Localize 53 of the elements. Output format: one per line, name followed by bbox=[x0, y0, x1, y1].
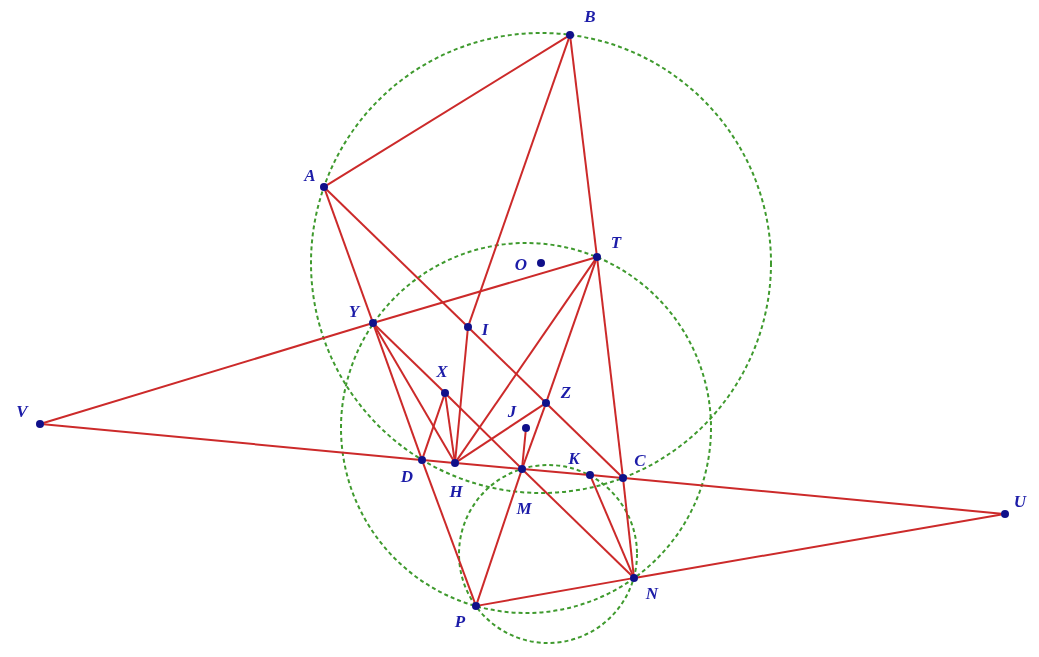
line-segment bbox=[622, 480, 635, 576]
line-segment bbox=[374, 324, 444, 392]
point-label: D bbox=[399, 466, 415, 486]
line-segment bbox=[521, 430, 527, 467]
line-segment bbox=[444, 395, 456, 461]
point-label: M bbox=[516, 498, 532, 518]
line-segment bbox=[592, 474, 621, 479]
point-label: A bbox=[302, 165, 317, 185]
point-label: I bbox=[480, 319, 490, 339]
point-label: V bbox=[15, 401, 30, 421]
line-segment bbox=[446, 394, 521, 468]
line-segment bbox=[324, 189, 373, 321]
line-segment bbox=[590, 477, 634, 576]
point-label: N bbox=[644, 583, 660, 603]
line-segment bbox=[522, 405, 546, 467]
line-segment bbox=[422, 395, 445, 458]
line-segment bbox=[546, 259, 597, 401]
point-label: C bbox=[633, 450, 647, 470]
line-segment bbox=[456, 403, 545, 463]
line-segment bbox=[373, 325, 422, 458]
line-segment bbox=[596, 259, 624, 476]
line-segment bbox=[524, 468, 588, 476]
point-label: Z bbox=[559, 382, 573, 402]
point-label: K bbox=[567, 448, 582, 468]
point-label: H bbox=[448, 481, 464, 501]
line-segment bbox=[547, 404, 622, 477]
line-segment bbox=[42, 423, 420, 461]
point-label: O bbox=[513, 254, 529, 274]
line-segment bbox=[569, 37, 598, 255]
point-label: X bbox=[435, 361, 449, 381]
line-segment bbox=[625, 477, 1003, 515]
line-segment bbox=[468, 37, 570, 325]
line-segment bbox=[422, 462, 476, 604]
line-segment bbox=[326, 35, 568, 187]
line-segment bbox=[457, 462, 520, 470]
point-label: T bbox=[609, 232, 623, 252]
line-segment bbox=[469, 328, 545, 402]
point-label: U bbox=[1012, 491, 1028, 511]
line-segment bbox=[476, 471, 522, 604]
line-segment bbox=[454, 329, 469, 461]
point-label: B bbox=[583, 6, 597, 26]
line-segment bbox=[42, 323, 371, 424]
point-label: J bbox=[506, 401, 518, 421]
line-segment bbox=[375, 257, 595, 323]
line-segment bbox=[523, 470, 633, 577]
point-label: Y bbox=[347, 301, 362, 321]
line-segment bbox=[424, 459, 453, 464]
line-segment bbox=[478, 577, 632, 607]
line-segment bbox=[636, 513, 1003, 579]
line-segment bbox=[456, 258, 596, 462]
line-segment bbox=[373, 325, 455, 461]
point-label: P bbox=[453, 611, 467, 631]
line-segment bbox=[325, 188, 467, 326]
